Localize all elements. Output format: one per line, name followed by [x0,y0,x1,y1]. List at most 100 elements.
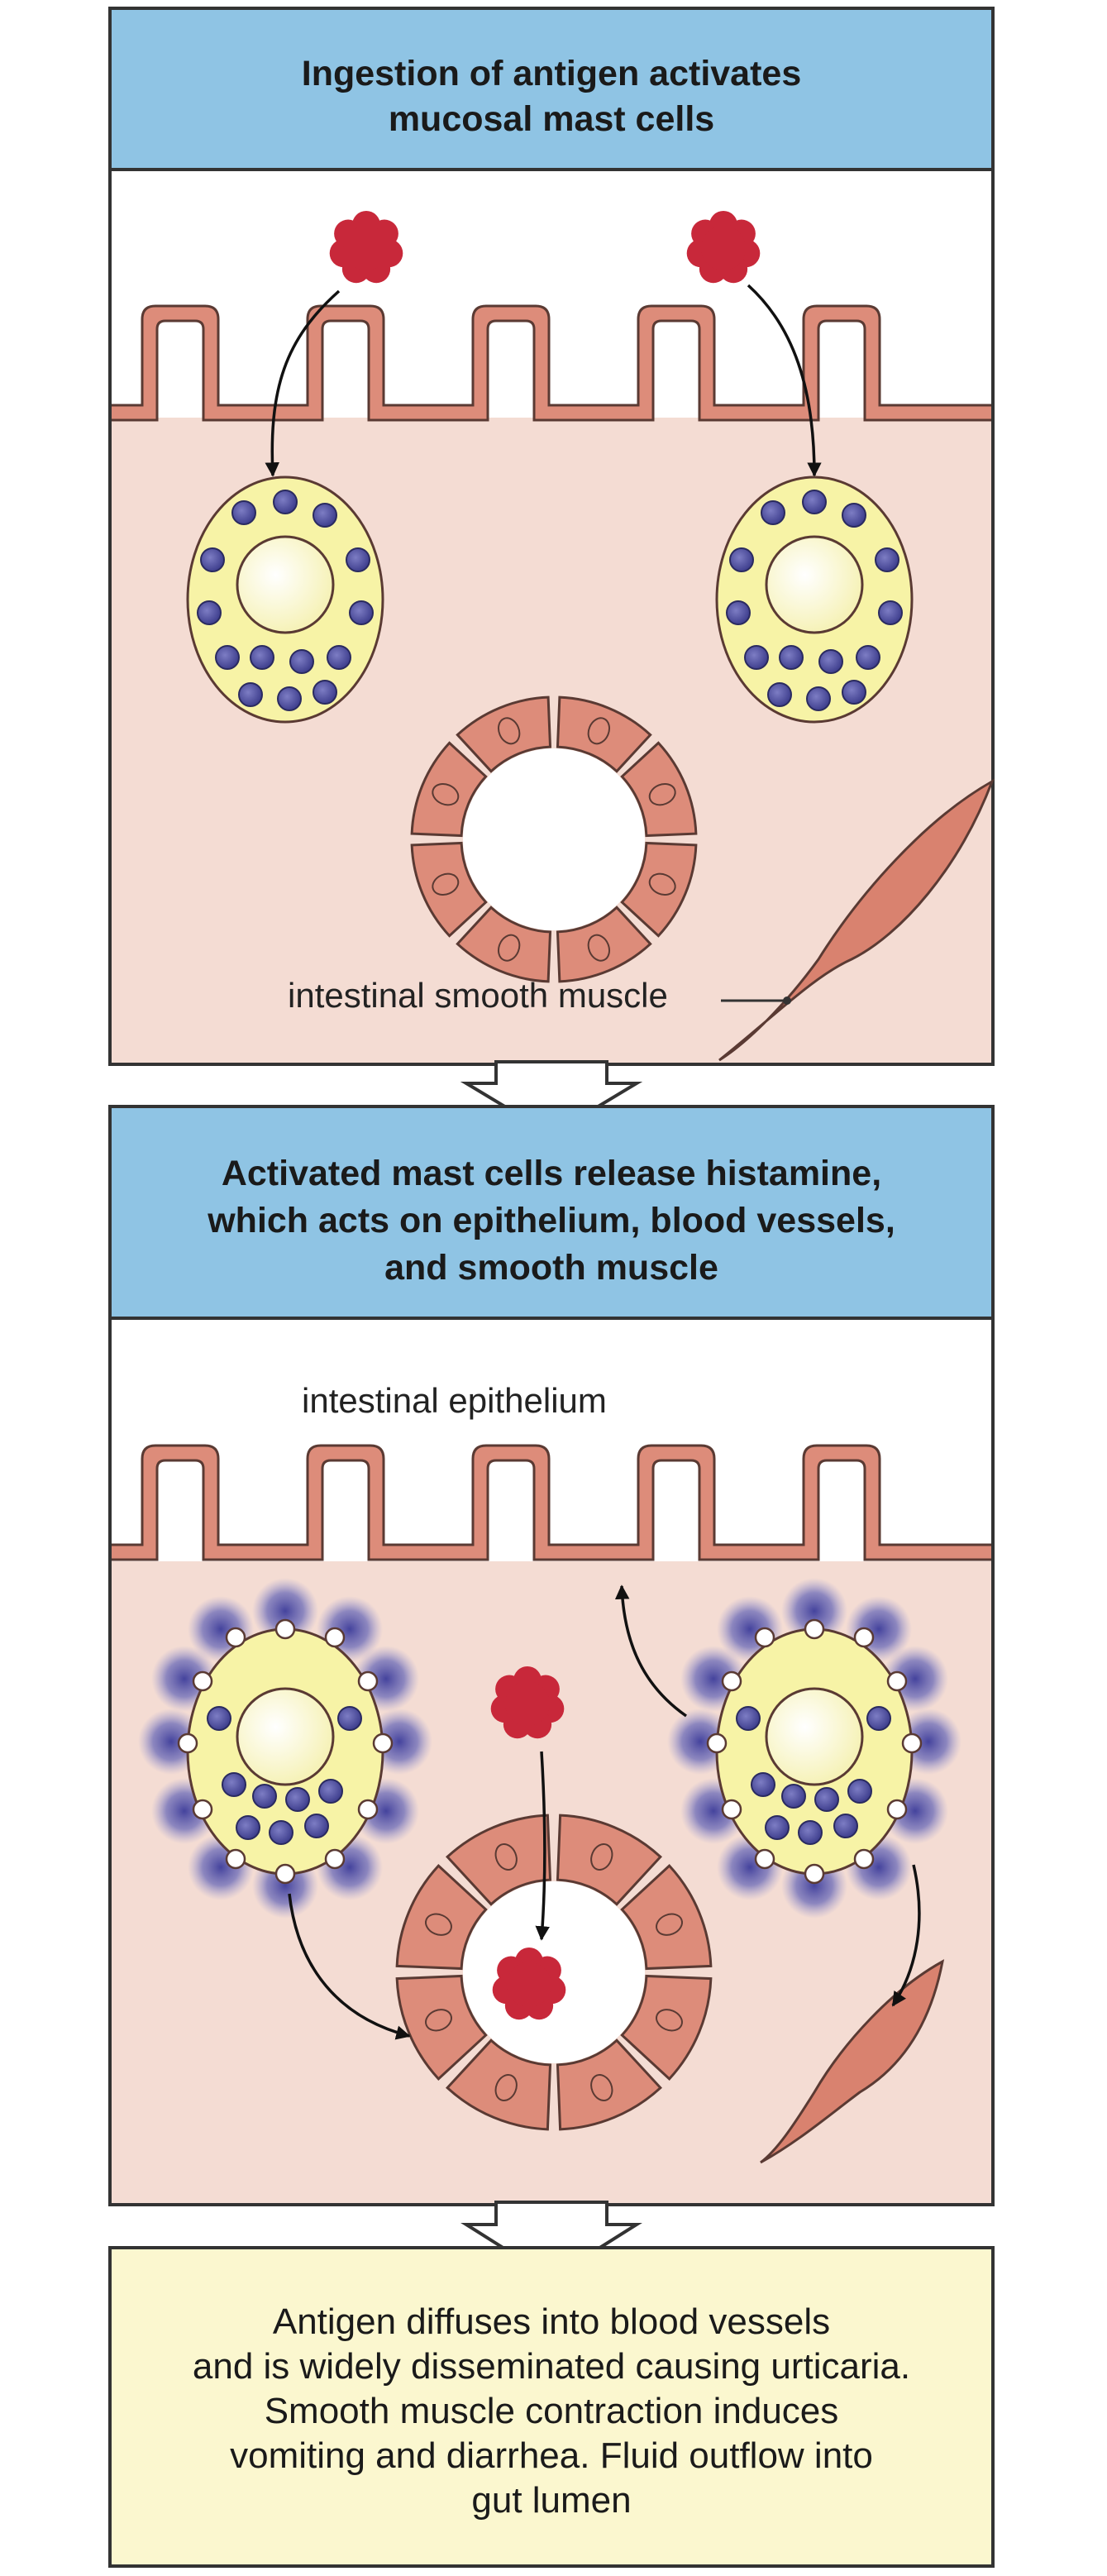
granule [207,1706,231,1731]
cell-nucleus [497,934,521,962]
granule-pore [754,1627,775,1648]
endothelial-cell [620,841,698,938]
granule [318,1779,343,1804]
arrow [288,1893,411,2040]
histamine-release [781,1578,847,1644]
granule [726,600,751,625]
muscle-label: intestinal smooth muscle [288,976,668,1015]
granule [818,649,843,674]
cell-nucleus [494,1843,518,1871]
antigen-core [507,1962,551,2007]
granule [842,680,866,705]
granule-pore [324,1627,346,1648]
granule [304,1814,329,1838]
nucleus [236,1687,335,1786]
cell-nucleus [656,2009,683,2032]
endothelial-cell [410,841,488,938]
blood-vessel [410,695,698,983]
summary-line-5: gut lumen [471,2480,631,2521]
granule-pore [192,1670,213,1692]
panel-2: Activated mast cells release histamine, … [108,1105,995,2206]
granule [231,500,256,525]
endothelial-cell [556,695,652,773]
smooth-muscle-cell [760,1959,945,2164]
blood-vessel [395,1814,713,2131]
granule [222,1772,246,1797]
antigen-core [505,1681,550,1726]
endothelial-cell [556,1814,662,1906]
smooth-muscle-cell [718,778,995,1062]
granule-pore [225,1848,246,1870]
summary-box [108,2246,995,2568]
granule-pore [804,1863,825,1885]
granule [236,1815,260,1840]
endothelial-cell [446,2038,552,2131]
cell-nucleus [648,782,676,806]
granule [277,686,302,711]
cell-nucleus [648,872,676,896]
panel-1-lumen [110,170,993,418]
panel-1-title-line-2: mucosal mast cells [389,99,714,139]
endothelial-cell [395,1974,488,2081]
granule-pore [901,1732,923,1754]
granule-pore [177,1732,198,1754]
granule [802,490,827,514]
granule [337,1706,362,1731]
granule-pore [357,1670,379,1692]
granule [313,503,337,528]
cell-nucleus [425,2009,452,2032]
granule [814,1787,839,1812]
histamine-release [252,1578,318,1644]
endothelial-cell [410,741,488,838]
granule-pore [754,1848,775,1870]
granule [285,1787,310,1812]
antigen [490,1666,565,1739]
cell-nucleus [432,782,460,806]
granule-pore [721,1670,742,1692]
arrow [265,289,341,477]
granule [866,1706,891,1731]
cell-nucleus [656,1913,683,1936]
granule-pore [324,1848,346,1870]
granule [313,680,337,705]
granule [269,1820,293,1845]
leader-dot [783,996,791,1005]
epithelium-label: intestinal epithelium [302,1381,607,1420]
granule-pore [886,1799,908,1820]
granule [779,645,804,670]
granule-pore [804,1618,825,1640]
granule [250,645,274,670]
antigen-core [344,226,389,270]
granule [767,682,792,707]
granule [346,547,370,572]
cell-nucleus [587,934,611,962]
granule-pore [372,1732,394,1754]
antigen [686,211,761,284]
granule [847,1779,872,1804]
degranulating-mast-cell [667,1578,961,1919]
vessel-lumen [463,748,645,930]
granule [875,547,899,572]
granule [238,682,263,707]
granule [273,490,298,514]
panel-3: Antigen diffuses into blood vessels and … [108,2246,995,2568]
nucleus [236,535,335,634]
summary-line-1: Antigen diffuses into blood vessels [273,2301,830,2342]
endothelial-cell [456,906,552,983]
granule [806,686,831,711]
antigen [329,211,403,284]
granule [729,547,754,572]
cell-nucleus [425,1913,452,1936]
summary-line-2: and is widely disseminated causing urtic… [193,2346,910,2387]
granule-pore [225,1627,246,1648]
panel-2-title-line-1: Activated mast cells release histamine, [222,1154,881,1193]
granule [200,547,225,572]
cell-nucleus [494,2074,518,2101]
granule [252,1784,277,1809]
degranulating-mast-cell [138,1578,432,1919]
granule [878,600,903,625]
endothelial-cell [556,906,652,983]
panel-2-title-line-3: and smooth muscle [384,1248,718,1288]
panel-1: Ingestion of antigen activates mucosal m… [108,7,995,1066]
antigen-core [701,226,746,270]
